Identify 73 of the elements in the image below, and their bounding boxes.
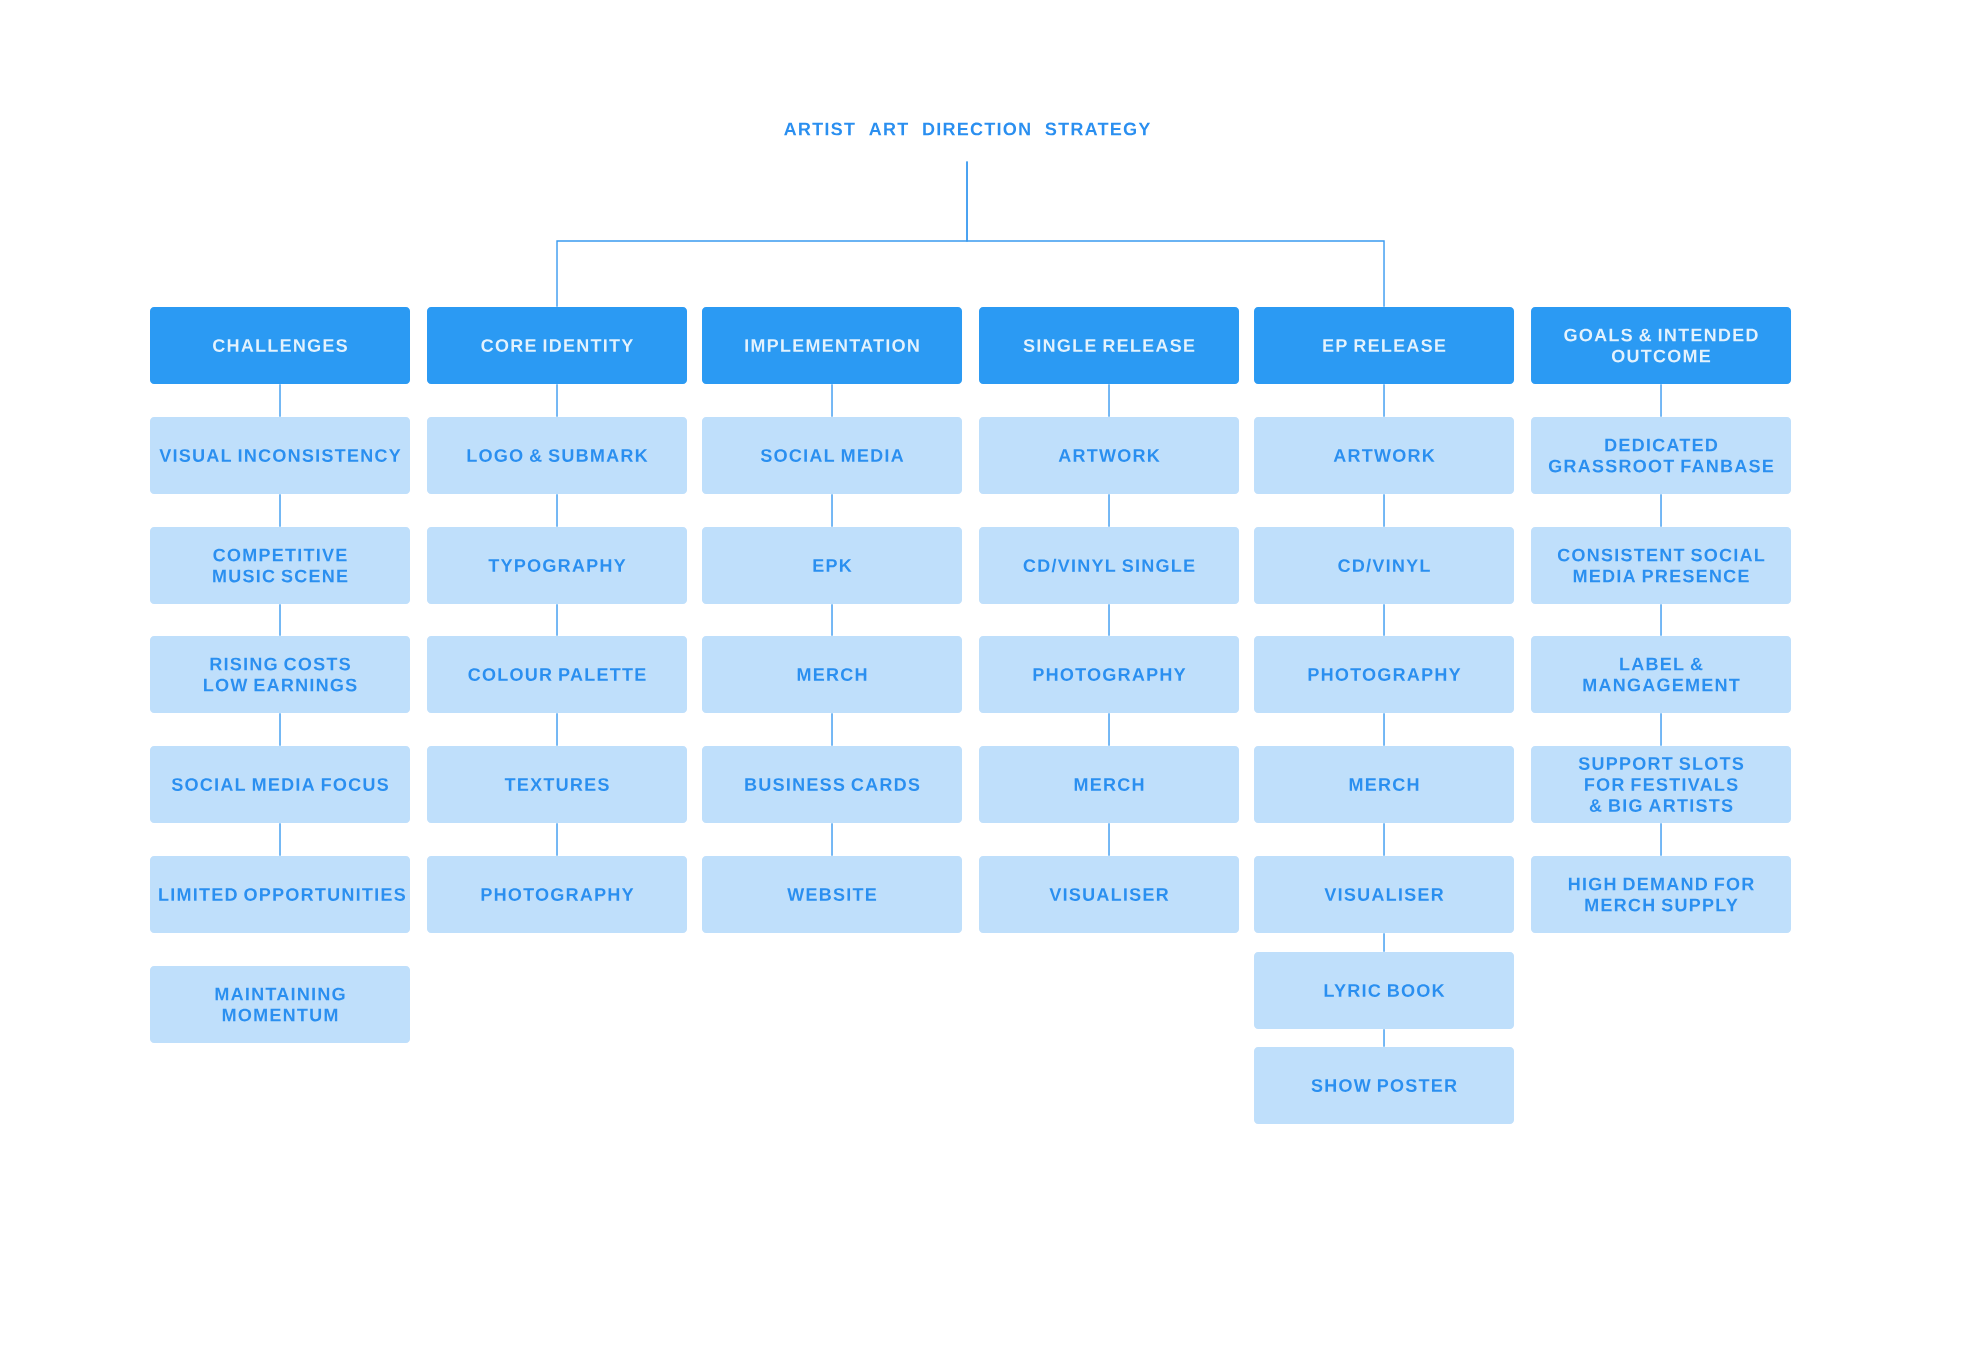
connector-line xyxy=(1108,822,1110,857)
item-box: MERCH xyxy=(702,636,962,713)
connector-line xyxy=(1383,822,1385,857)
item-box: BUSINESS CARDS xyxy=(702,746,962,823)
item-box: VISUAL INCONSISTENCY xyxy=(150,417,410,494)
item-box: WEBSITE xyxy=(702,856,962,933)
connector-line xyxy=(831,383,833,418)
item-box: MAINTAINING MOMENTUM xyxy=(150,966,410,1043)
diagram-title: ARTIST ART DIRECTION STRATEGY xyxy=(784,122,1151,136)
connector-line xyxy=(1383,603,1385,637)
item-box: EPK xyxy=(702,527,962,604)
connector-line xyxy=(279,712,281,747)
connector-line xyxy=(1660,603,1662,637)
connector-line xyxy=(279,383,281,418)
connector-line xyxy=(279,822,281,857)
connector-line xyxy=(556,493,558,528)
connector-line xyxy=(1383,383,1385,418)
item-box: SOCIAL MEDIA xyxy=(702,417,962,494)
category-box: EP RELEASE xyxy=(1254,307,1514,384)
item-box: COMPETITIVE MUSIC SCENE xyxy=(150,527,410,604)
item-box: PHOTOGRAPHY xyxy=(427,856,687,933)
connector-line xyxy=(1660,822,1662,857)
category-box: CORE IDENTITY xyxy=(427,307,687,384)
connector-line xyxy=(1660,493,1662,528)
connector-line xyxy=(1660,383,1662,418)
connector-line xyxy=(556,822,558,857)
connector-line xyxy=(1383,932,1385,953)
category-box: IMPLEMENTATION xyxy=(702,307,962,384)
category-box: GOALS & INTENDED OUTCOME xyxy=(1531,307,1791,384)
item-box: VISUALISER xyxy=(979,856,1239,933)
connector-line xyxy=(1108,603,1110,637)
connector-line xyxy=(1383,1028,1385,1048)
connector-line xyxy=(279,493,281,528)
item-box: ARTWORK xyxy=(979,417,1239,494)
item-box: LOGO & SUBMARK xyxy=(427,417,687,494)
connector-line xyxy=(1108,712,1110,747)
item-box: MERCH xyxy=(979,746,1239,823)
connector-line xyxy=(831,493,833,528)
item-box: DEDICATED GRASSROOT FANBASE xyxy=(1531,417,1791,494)
connector-line xyxy=(1660,712,1662,747)
connector-line xyxy=(1108,493,1110,528)
connector-line xyxy=(556,383,558,418)
item-box: RISING COSTS LOW EARNINGS xyxy=(150,636,410,713)
item-box: CONSISTENT SOCIAL MEDIA PRESENCE xyxy=(1531,527,1791,604)
item-box: HIGH DEMAND FOR MERCH SUPPLY xyxy=(1531,856,1791,933)
item-box: TEXTURES xyxy=(427,746,687,823)
connector-line xyxy=(1108,383,1110,418)
item-box: TYPOGRAPHY xyxy=(427,527,687,604)
item-box: VISUALISER xyxy=(1254,856,1514,933)
category-box: SINGLE RELEASE xyxy=(979,307,1239,384)
item-box: LABEL & MANGAGEMENT xyxy=(1531,636,1791,713)
item-box: MERCH xyxy=(1254,746,1514,823)
item-box: PHOTOGRAPHY xyxy=(979,636,1239,713)
item-box: LIMITED OPPORTUNITIES xyxy=(150,856,410,933)
connector-line xyxy=(831,712,833,747)
item-box: SHOW POSTER xyxy=(1254,1047,1514,1124)
item-box: LYRIC BOOK xyxy=(1254,952,1514,1029)
item-box: CD/VINYL xyxy=(1254,527,1514,604)
item-box: COLOUR PALETTE xyxy=(427,636,687,713)
item-box: CD/VINYL SINGLE xyxy=(979,527,1239,604)
connector-line xyxy=(831,603,833,637)
item-box: PHOTOGRAPHY xyxy=(1254,636,1514,713)
connector-line xyxy=(1383,493,1385,528)
item-box: ARTWORK xyxy=(1254,417,1514,494)
connector-line xyxy=(556,712,558,747)
connector-line xyxy=(1383,712,1385,747)
category-box: CHALLENGES xyxy=(150,307,410,384)
connector-line xyxy=(966,160,1385,308)
connector-line xyxy=(279,603,281,637)
connector-line xyxy=(831,822,833,857)
connector-line xyxy=(556,603,558,637)
item-box: SOCIAL MEDIA FOCUS xyxy=(150,746,410,823)
item-box: SUPPORT SLOTS FOR FESTIVALS & BIG ARTISTS xyxy=(1531,746,1791,823)
